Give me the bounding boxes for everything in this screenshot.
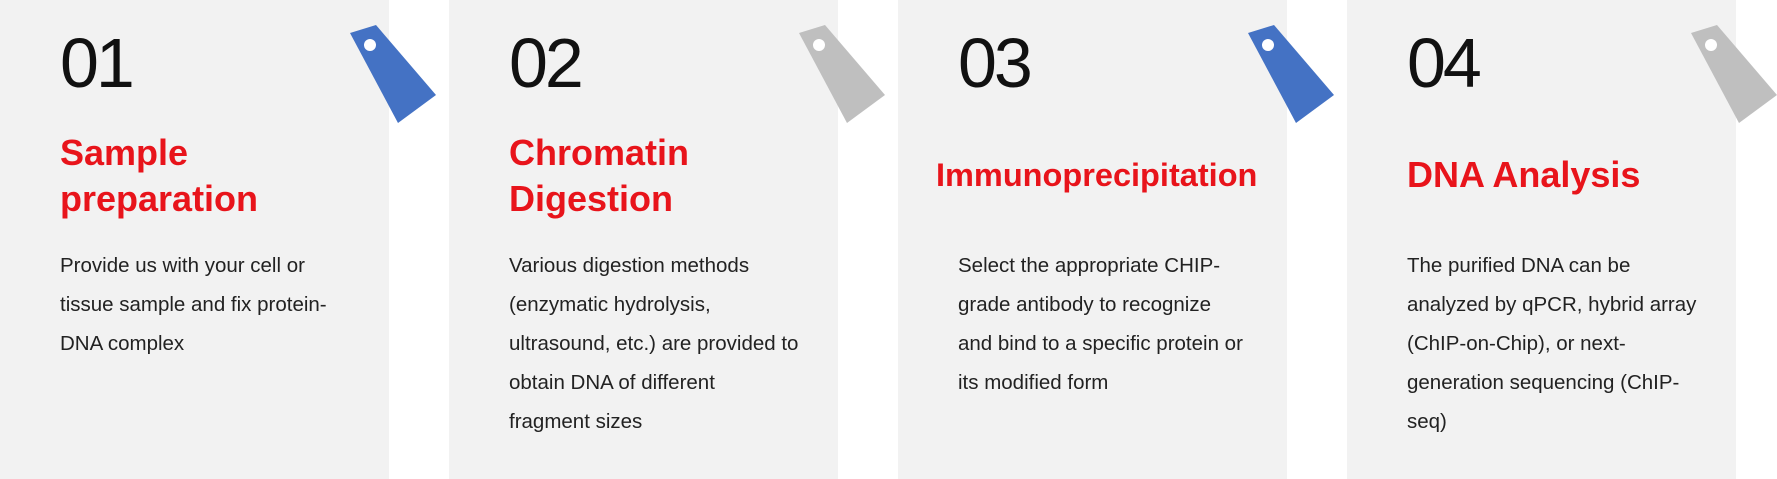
step-card-4: 04 DNA Analysis The purified DNA can be …: [1347, 0, 1736, 479]
step-title: DNA Analysis: [1407, 154, 1641, 195]
step-description: Select the appropriate CHIP-grade antibo…: [958, 254, 1243, 394]
step-title: Sample preparation: [60, 132, 259, 219]
tag-icon: [1242, 25, 1334, 129]
step-number: 03: [958, 24, 1033, 102]
step-number: 04: [1407, 24, 1482, 102]
step-card-3: 03 Immunoprecipitation Select the approp…: [898, 0, 1287, 479]
step-number: 01: [60, 24, 135, 102]
tag-icon: [1685, 25, 1777, 129]
step-title: Chromatin Digestion: [509, 132, 689, 219]
step-card-1: 01 Sample preparation Provide us with yo…: [0, 0, 389, 479]
step-number: 02: [509, 24, 584, 102]
step-title: Immunoprecipitation: [936, 157, 1258, 193]
step-description: Various digestion methods (enzymatic hyd…: [509, 254, 799, 433]
tag-icon: [793, 25, 885, 129]
tag-icon: [344, 25, 436, 129]
step-description: The purified DNA can be analyzed by qPCR…: [1407, 254, 1697, 433]
step-card-2: 02 Chromatin Digestion Various digestion…: [449, 0, 838, 479]
step-description: Provide us with your cell or tissue samp…: [60, 254, 327, 355]
